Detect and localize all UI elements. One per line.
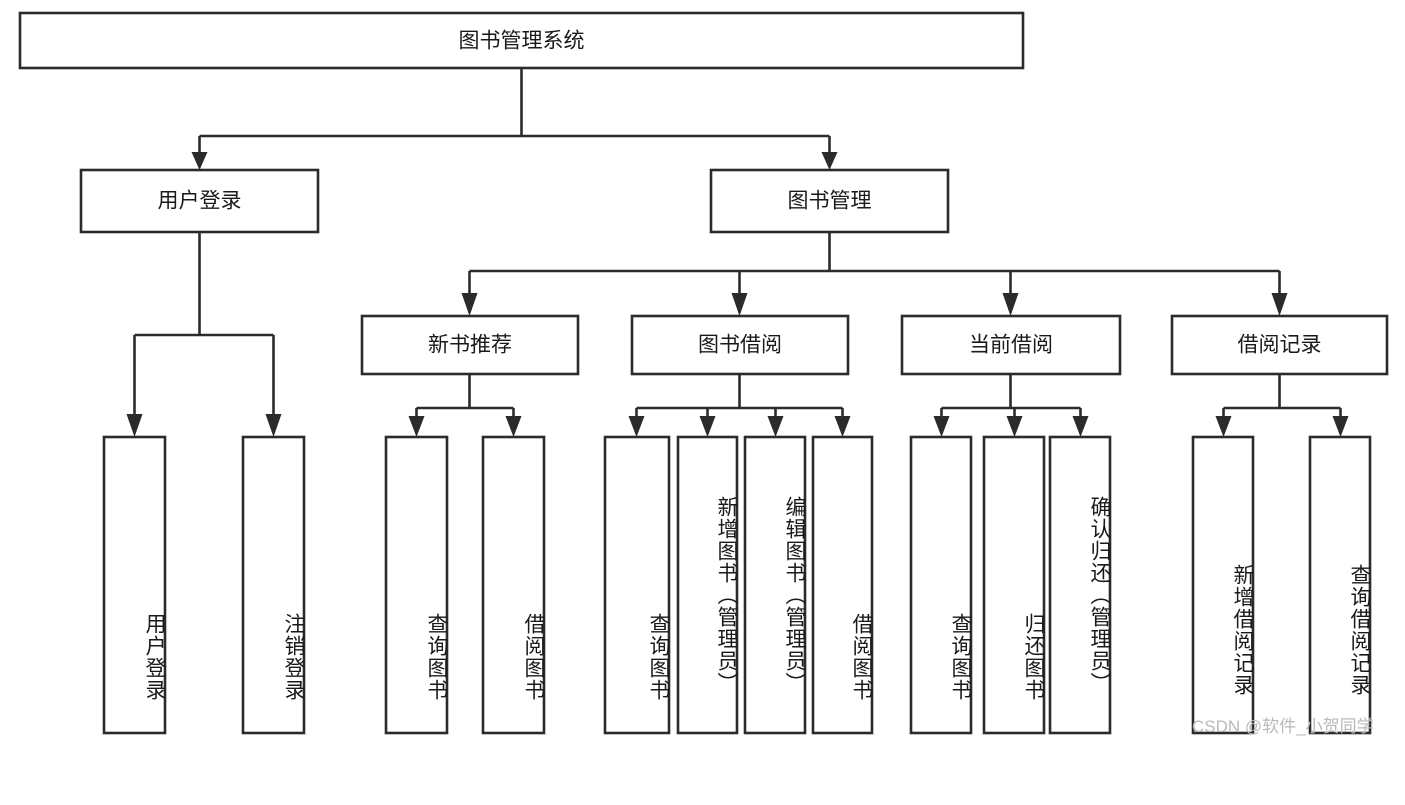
arrow-head-leaf-user-logout — [265, 414, 282, 437]
arrow-head-leaf-add-book — [699, 416, 716, 437]
leaf-label-user-logout: 注销登录 — [282, 613, 305, 701]
arrow-head-leaf-edit-book — [767, 416, 784, 437]
leaf-label-query-book-recommend: 查询图书 — [425, 613, 448, 701]
node-box-leaf-add-book[interactable] — [676, 435, 739, 735]
node-box-leaf-user-logout[interactable] — [241, 435, 306, 735]
node-box-user-login[interactable] — [79, 168, 320, 234]
node-box-leaf-query-book-recommend[interactable] — [384, 435, 449, 735]
leaf-label-borrow-book-recommend: 借阅图书 — [522, 613, 545, 701]
node-label-user-login: 用户登录 — [158, 190, 242, 213]
arrow-head-leaf-query-borrow-record — [1332, 416, 1349, 437]
arrow-head-leaf-confirm-return — [1072, 416, 1089, 437]
arrow-head-leaf-borrow-book-recommend — [505, 416, 522, 437]
node-box-book-management[interactable] — [709, 168, 950, 234]
flowchart-svg: 图书管理系统 用户登录 图书管理 新书推荐 图书借阅 当前借阅 借阅记录 — [18, 11, 1389, 735]
node-label-current-borrow: 当前借阅 — [969, 334, 1053, 357]
node-box-leaf-edit-book[interactable] — [743, 435, 807, 735]
flowchart-diagram: 图书管理系统 用户登录 图书管理 新书推荐 图书借阅 当前借阅 借阅记录 — [18, 11, 1389, 736]
node-box-book-borrow[interactable] — [630, 314, 850, 376]
arrow-head-leaf-query-book-borrow — [628, 416, 645, 437]
leaf-label-confirm-return: 确认归还（管理员） — [1088, 496, 1111, 694]
arrow-head-book-management — [821, 152, 838, 170]
node-box-new-book-recommend[interactable] — [360, 314, 580, 376]
node-label-book-management: 图书管理 — [788, 190, 872, 213]
leaf-label-return-book: 归还图书 — [1022, 613, 1045, 701]
node-box-leaf-return-book[interactable] — [982, 435, 1046, 735]
node-box-borrow-record[interactable] — [1170, 314, 1389, 376]
arrow-head-leaf-borrow-book — [834, 416, 851, 437]
arrow-head-current-borrow — [1002, 293, 1019, 316]
arrow-head-leaf-add-borrow-record — [1215, 416, 1232, 437]
node-box-leaf-borrow-book-recommend[interactable] — [481, 435, 546, 735]
node-box-leaf-user-login[interactable] — [102, 435, 167, 735]
arrow-head-user-login — [191, 152, 208, 170]
arrow-head-book-borrow — [731, 293, 748, 316]
leaf-label-query-book-borrow: 查询图书 — [647, 613, 670, 701]
csdn-watermark: CSDN @软件_小贺同学 — [1192, 717, 1374, 736]
arrow-head-leaf-query-book-recommend — [408, 416, 425, 437]
leaf-label-edit-book: 编辑图书（管理员） — [783, 496, 806, 694]
node-box-leaf-add-borrow-record[interactable] — [1191, 435, 1255, 735]
leaf-label-add-book: 新增图书（管理员） — [715, 496, 738, 694]
node-layer: 图书管理系统 用户登录 图书管理 新书推荐 图书借阅 当前借阅 借阅记录 — [18, 11, 1389, 735]
node-box-leaf-query-borrow-record[interactable] — [1308, 435, 1372, 735]
node-box-leaf-query-book-current[interactable] — [909, 435, 973, 735]
leaf-label-user-login: 用户登录 — [143, 613, 166, 701]
node-label-borrow-record: 借阅记录 — [1238, 334, 1322, 357]
arrow-head-new-book-recommend — [461, 293, 478, 316]
node-label-root: 图书管理系统 — [459, 30, 585, 53]
node-box-root[interactable] — [18, 11, 1025, 70]
leaf-label-layer: 用户登录 注销登录 查询图书 借阅图书 查询图书 新增图书（管理员） 编辑图书（… — [143, 496, 1371, 701]
node-box-leaf-query-book-borrow[interactable] — [603, 435, 671, 735]
arrow-head-leaf-query-book-current — [933, 416, 950, 437]
node-box-leaf-borrow-book[interactable] — [811, 435, 874, 735]
connector-layer — [126, 68, 1349, 437]
node-label-book-borrow: 图书借阅 — [698, 334, 782, 357]
node-label-new-book-recommend: 新书推荐 — [428, 334, 512, 357]
leaf-label-borrow-book: 借阅图书 — [850, 613, 873, 701]
arrow-head-leaf-return-book — [1006, 416, 1023, 437]
node-box-current-borrow[interactable] — [900, 314, 1122, 376]
arrow-head-leaf-user-login — [126, 414, 143, 437]
node-box-leaf-confirm-return[interactable] — [1048, 435, 1112, 735]
leaf-label-query-book-current: 查询图书 — [949, 613, 972, 701]
arrow-head-borrow-record — [1271, 293, 1288, 316]
